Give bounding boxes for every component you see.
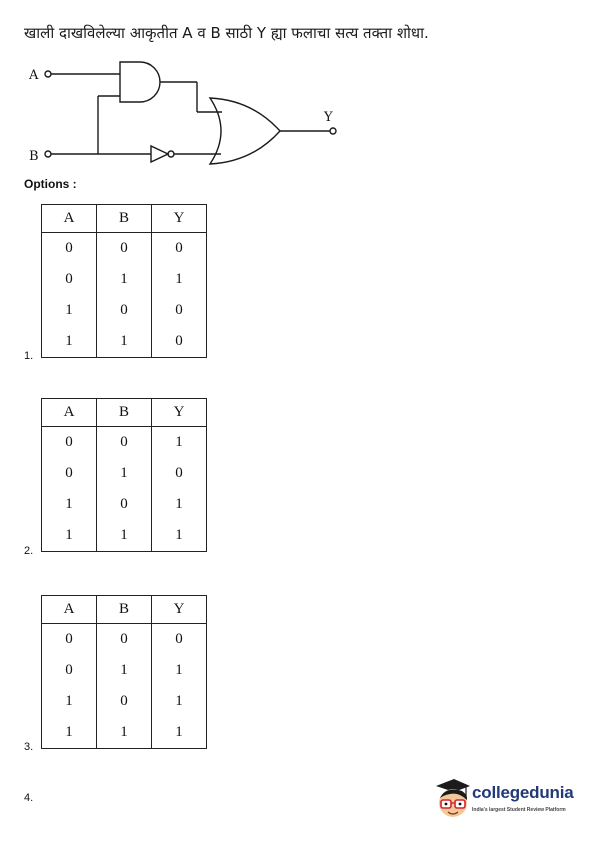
cell: 1 — [96, 264, 152, 295]
collegedunia-logo: collegedunia India's largest Student Rev… — [432, 776, 582, 826]
table-row: 1 0 0 — [41, 295, 207, 326]
option-number-4: 4. — [24, 792, 34, 804]
cell: 0 — [41, 232, 97, 264]
cell: 1 — [151, 655, 207, 686]
truth-table-option-1: A B Y 0 0 0 0 1 1 1 0 0 1 1 0 — [41, 204, 207, 358]
option-number-3: 3. — [24, 741, 34, 753]
question-text: खाली दाखविलेल्या आकृतीत A व B साठी Y ह्य… — [24, 24, 429, 42]
table-row: 1 1 0 — [41, 326, 207, 358]
cell: 1 — [151, 520, 207, 552]
cell: 1 — [151, 264, 207, 295]
options-label: Options : — [24, 177, 77, 191]
input-b-label: B — [29, 149, 39, 164]
cell: 0 — [41, 426, 97, 458]
header-y: Y — [151, 595, 207, 624]
truth-table-option-3: A B Y 0 0 0 0 1 1 1 0 1 1 1 1 — [41, 595, 207, 749]
table-row: 0 0 1 — [41, 426, 207, 458]
cell: 1 — [151, 489, 207, 520]
header-b: B — [96, 398, 152, 427]
table-row: 1 1 1 — [41, 717, 207, 749]
table-row: 1 0 1 — [41, 489, 207, 520]
cell: 0 — [151, 458, 207, 489]
cell: 0 — [41, 264, 97, 295]
cell: 1 — [151, 717, 207, 749]
table-row: 0 1 1 — [41, 655, 207, 686]
option-number-1: 1. — [24, 350, 34, 362]
table-row: 0 1 0 — [41, 458, 207, 489]
cell: 0 — [151, 326, 207, 358]
input-a-label: A — [28, 68, 39, 83]
cell: 1 — [41, 520, 97, 552]
header-y: Y — [151, 398, 207, 427]
logo-wordmark: collegedunia — [472, 783, 574, 802]
cell: 0 — [96, 623, 152, 655]
cell: 1 — [151, 426, 207, 458]
or-gate — [208, 97, 281, 165]
output-y-label: Y — [323, 110, 333, 125]
cell: 1 — [41, 686, 97, 717]
cell: 0 — [96, 686, 152, 717]
option-number-2: 2. — [24, 545, 34, 557]
cell: 1 — [41, 717, 97, 749]
header-a: A — [41, 398, 97, 427]
cell: 0 — [96, 426, 152, 458]
cell: 0 — [41, 655, 97, 686]
cell: 0 — [96, 295, 152, 326]
cell: 0 — [96, 489, 152, 520]
cell: 1 — [96, 717, 152, 749]
cell: 1 — [96, 458, 152, 489]
cell: 0 — [151, 295, 207, 326]
cell: 0 — [96, 232, 152, 264]
cell: 1 — [96, 326, 152, 358]
cell: 1 — [41, 326, 97, 358]
cell: 1 — [41, 489, 97, 520]
not-gate — [150, 144, 170, 164]
cell: 1 — [96, 520, 152, 552]
cell: 1 — [96, 655, 152, 686]
logo-tagline: India's largest Student Review Platform — [472, 807, 566, 813]
table-row: 0 1 1 — [41, 264, 207, 295]
table-row: 1 0 1 — [41, 686, 207, 717]
header-y: Y — [151, 204, 207, 233]
cell: 0 — [151, 623, 207, 655]
header-a: A — [41, 204, 97, 233]
and-gate — [119, 61, 161, 103]
cell: 0 — [151, 232, 207, 264]
header-b: B — [96, 595, 152, 624]
cell: 0 — [41, 458, 97, 489]
cell: 1 — [41, 295, 97, 326]
mascot-icon — [436, 779, 470, 817]
cell: 0 — [41, 623, 97, 655]
table-row: 0 0 0 — [41, 232, 207, 264]
truth-table-option-2: A B Y 0 0 1 0 1 0 1 0 1 1 1 1 — [41, 398, 207, 552]
logic-circuit-diagram: A B Y — [28, 61, 337, 165]
header-a: A — [41, 595, 97, 624]
header-b: B — [96, 204, 152, 233]
table-row: 0 0 0 — [41, 623, 207, 655]
cell: 1 — [151, 686, 207, 717]
table-row: 1 1 1 — [41, 520, 207, 552]
